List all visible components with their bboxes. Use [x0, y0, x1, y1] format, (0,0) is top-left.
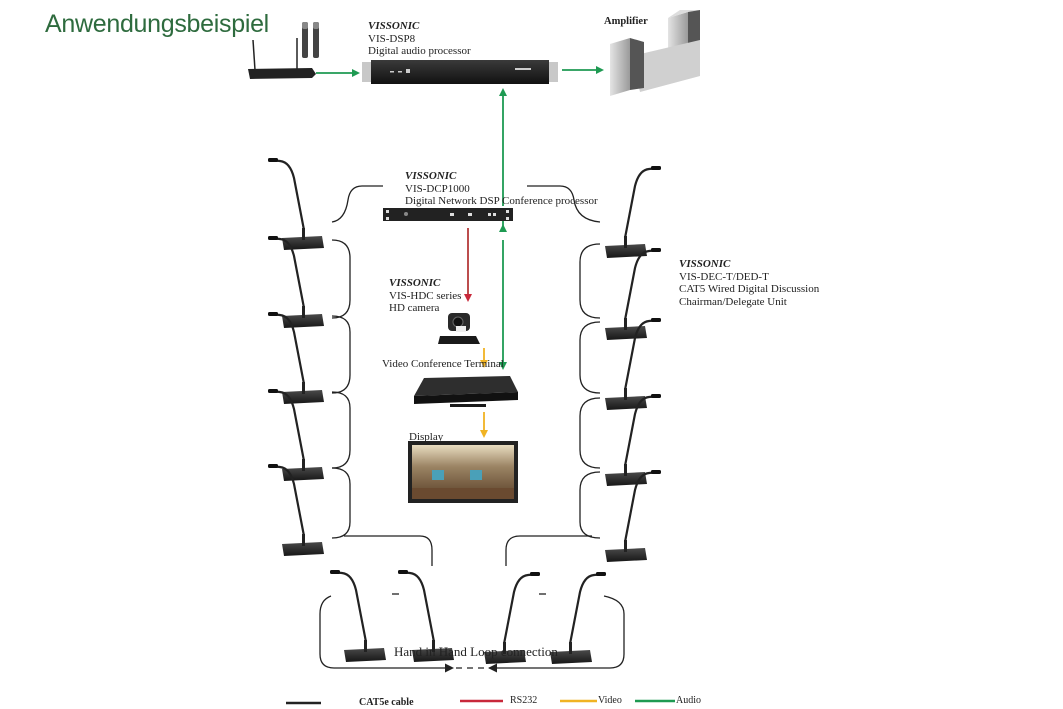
dcp1000-processor-icon — [383, 208, 513, 221]
dec-description-2: Chairman/Delegate Unit — [679, 295, 787, 308]
dsp8-processor-icon — [362, 60, 558, 84]
dsp8-brand: VISSONIC — [368, 20, 420, 32]
camera-description: HD camera — [389, 302, 440, 314]
cat5e-cables-right — [505, 185, 601, 566]
amplifier-icon — [610, 10, 700, 96]
dcp1000-description: Digital Network DSP Conference processor — [405, 195, 598, 207]
delegate-unit-label: VISSONIC VIS-DEC-T/DED-T CAT5 Wired Digi… — [679, 258, 819, 308]
legend-label-video: Video — [598, 695, 622, 706]
camera-brand: VISSONIC — [389, 277, 441, 289]
legend-label-rs232: RS232 — [510, 695, 538, 706]
camera-model: VIS-HDC series — [389, 289, 462, 302]
cat5e-cables-left — [331, 185, 433, 566]
dsp8-description: Digital audio processor — [368, 45, 471, 57]
legend-label-cat5e: CAT5e cable — [359, 697, 414, 708]
amplifier-label: Amplifier — [604, 16, 648, 27]
display-label: Display — [409, 431, 444, 443]
dcp1000-model: VIS-DCP1000 — [405, 182, 470, 195]
vct-label: Video Conference Terminal — [382, 358, 504, 370]
hd-camera-icon — [438, 313, 480, 344]
dec-description-1: CAT5 Wired Digital Discussion — [679, 283, 820, 295]
legend — [286, 699, 675, 705]
dec-model: VIS-DEC-T/DED-T — [679, 270, 769, 283]
dsp8-label: VISSONIC VIS-DSP8 Digital audio processo… — [368, 20, 471, 58]
delegate-units-left — [266, 156, 326, 558]
dec-brand: VISSONIC — [679, 258, 731, 270]
camera-label: VISSONIC VIS-HDC series HD camera — [389, 277, 461, 315]
wireless-microphone-receiver-icon — [248, 22, 319, 79]
dcp1000-label: VISSONIC VIS-DCP1000 Digital Network DSP… — [405, 170, 598, 208]
video-conference-terminal-icon — [414, 376, 518, 407]
page-title: Anwendungsbeispiel — [45, 10, 269, 38]
dsp8-model: VIS-DSP8 — [368, 32, 416, 45]
loop-cables — [319, 593, 625, 673]
display-icon — [408, 441, 518, 503]
dcp1000-brand: VISSONIC — [405, 170, 457, 182]
legend-label-audio: Audio — [676, 695, 701, 706]
delegate-units-right — [603, 164, 663, 564]
loop-connection-label: Hand in Hand Loop connection — [394, 644, 558, 659]
